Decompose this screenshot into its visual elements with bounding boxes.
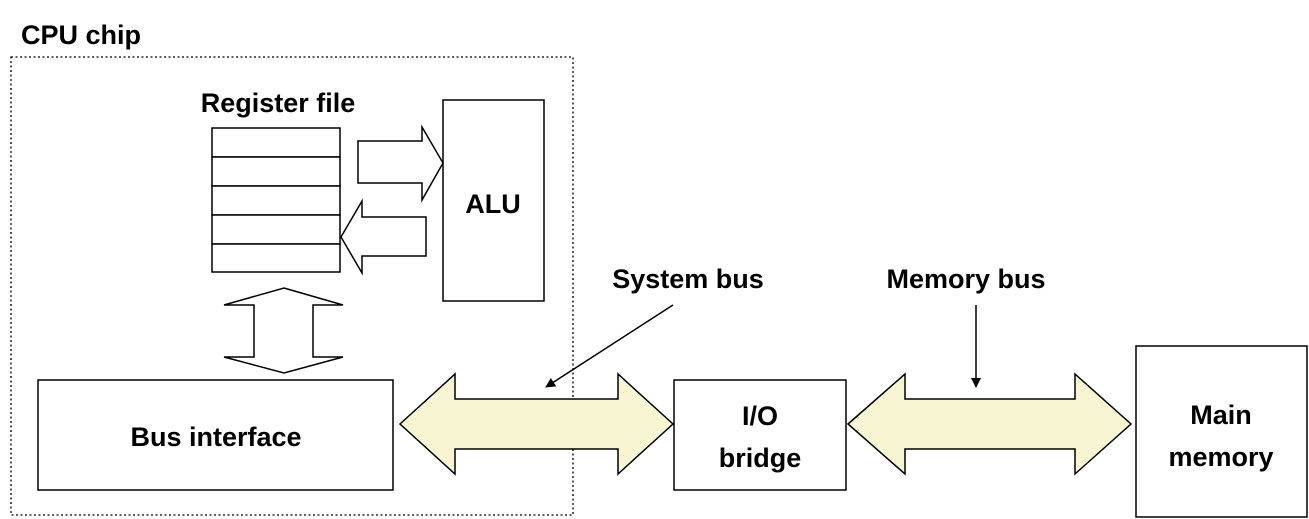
- register-row: [211, 214, 341, 245]
- alu-to-register-arrow: [340, 198, 427, 276]
- cpu-chip-boundary: [10, 56, 574, 516]
- system-bus-label: System bus: [612, 264, 764, 294]
- register-row: [211, 185, 341, 216]
- main-memory-label-line1: Main: [1190, 400, 1252, 430]
- io-bridge-label-line1: I/O: [742, 401, 778, 431]
- register-to-alu-arrow: [357, 124, 444, 203]
- memory-bus-arrow: [846, 372, 1133, 476]
- bus-interface-box: [37, 379, 394, 491]
- main-memory-box: [1135, 345, 1308, 518]
- register-file: [211, 127, 341, 273]
- alu-label: ALU: [465, 189, 521, 219]
- main-memory-label-line2: memory: [1168, 442, 1273, 472]
- register-row: [211, 243, 341, 273]
- cpu-chip-label: CPU chip: [21, 20, 141, 50]
- register-file-label: Register file: [201, 88, 356, 118]
- system-bus-arrow: [398, 372, 675, 476]
- io-bridge-box: [673, 379, 847, 491]
- alu-box: [442, 99, 545, 302]
- io-bridge-label-line2: bridge: [719, 443, 802, 473]
- system-bus-pointer: [545, 304, 674, 388]
- bus-interface-label: Bus interface: [130, 422, 301, 452]
- register-bus-interface-arrow: [223, 287, 344, 374]
- memory-bus-label: Memory bus: [886, 264, 1045, 294]
- register-row: [211, 156, 341, 187]
- register-row: [211, 127, 341, 158]
